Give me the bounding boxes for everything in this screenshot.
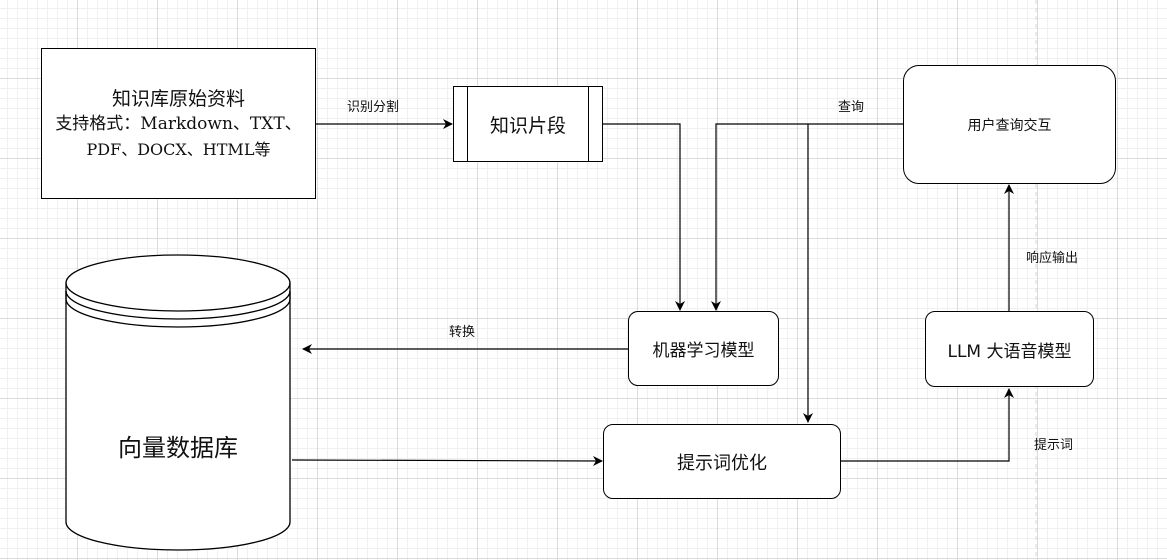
- vector-db-label: 向量数据库: [118, 434, 238, 462]
- edge-prompt-to-llm[interactable]: [841, 388, 1014, 462]
- edge-label-response-output: 响应输出: [1026, 251, 1079, 266]
- fragment-right-bar: [588, 87, 589, 161]
- edge-label-convert: 转换: [449, 325, 476, 340]
- user-query-label: 用户查询交互: [967, 117, 1052, 134]
- fragment-left-bar: [467, 87, 468, 161]
- ml-model-label: 机器学习模型: [652, 341, 755, 361]
- source-format-line: 支持格式：Markdown、TXT、: [55, 113, 302, 134]
- edge-label-query: 查询: [838, 100, 865, 115]
- edge-user-to-ml[interactable]: [711, 123, 903, 311]
- edge-label-recognize-split: 识别分割: [347, 100, 400, 115]
- source-data-node[interactable]: 知识库原始资料 支持格式：Markdown、TXT、 PDF、DOCX、HTML…: [41, 48, 316, 199]
- source-title: 知识库原始资料: [111, 87, 245, 110]
- user-query-node[interactable]: 用户查询交互: [903, 65, 1116, 184]
- llm-model-node[interactable]: LLM 大语音模型: [925, 311, 1094, 387]
- ml-model-node[interactable]: 机器学习模型: [628, 311, 779, 386]
- source-format-line-2: PDF、DOCX、HTML等: [86, 139, 271, 159]
- knowledge-fragment-node[interactable]: 知识片段: [453, 86, 603, 162]
- fragment-label: 知识片段: [489, 114, 566, 137]
- edge-label-prompt-words: 提示词: [1034, 438, 1074, 453]
- vector-db-cylinder[interactable]: [65, 254, 291, 551]
- prompt-optimization-node[interactable]: 提示词优化: [603, 424, 841, 499]
- llm-model-label: LLM 大语音模型: [947, 341, 1072, 362]
- edge-vectordb-to-prompt[interactable]: [291, 455, 603, 466]
- prompt-optimization-label: 提示词优化: [677, 452, 767, 474]
- edge-fragment-to-ml[interactable]: [603, 123, 685, 311]
